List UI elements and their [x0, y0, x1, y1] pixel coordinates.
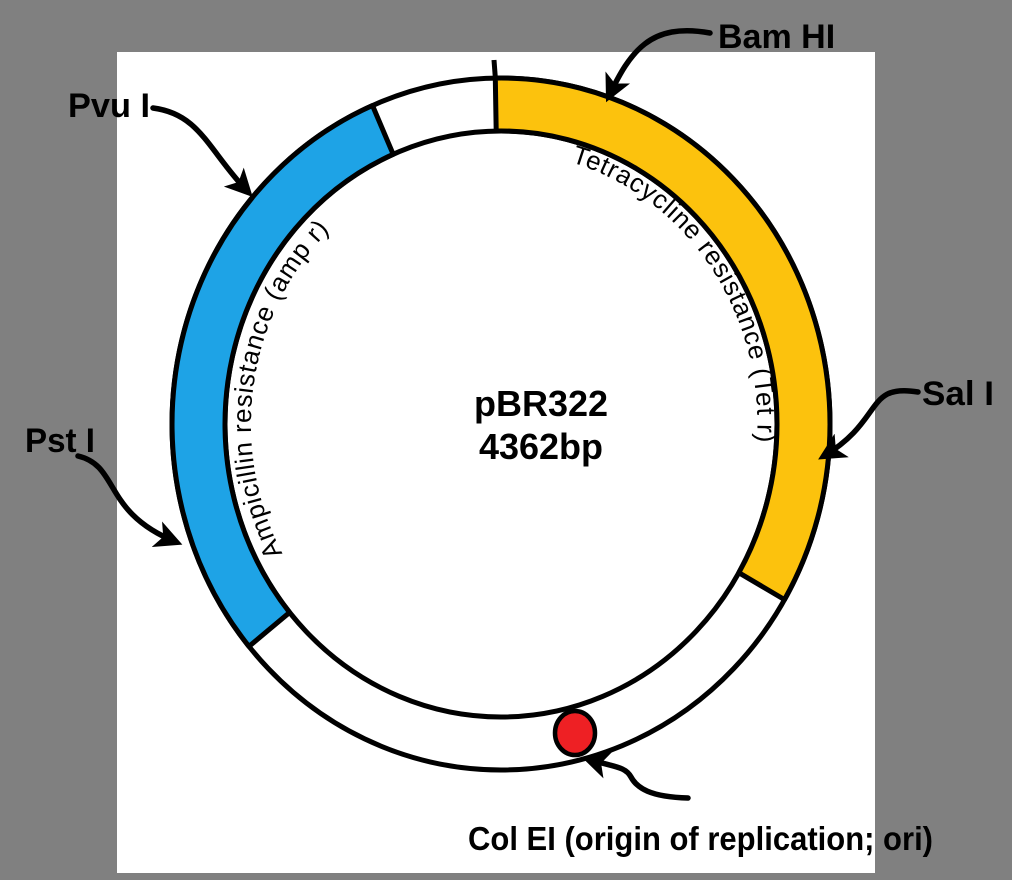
bam-hi-arrow: [605, 27, 713, 103]
bam-hi-label: Bam HI: [718, 18, 835, 56]
sal-i-arrow: [818, 387, 921, 460]
plasmid-name: pBR322: [474, 383, 608, 424]
pvu-i-label: Pvu I: [68, 87, 150, 125]
pvu-i-arrow: [150, 105, 253, 197]
ori-marker-dot: [552, 708, 598, 758]
col-ei-label: Col EI (origin of replication; ori): [468, 820, 933, 857]
amp-resistance-arc: [169, 103, 396, 649]
plasmid-size: 4362bp: [479, 426, 603, 467]
position-zero-tick: [491, 59, 498, 81]
sal-i-label: Sal I: [922, 375, 994, 413]
tet-resistance-arc: [492, 75, 833, 603]
pst-i-arrow: [75, 453, 183, 547]
pst-i-label: Pst I: [25, 422, 95, 460]
col-ei-arrow: [581, 752, 691, 801]
